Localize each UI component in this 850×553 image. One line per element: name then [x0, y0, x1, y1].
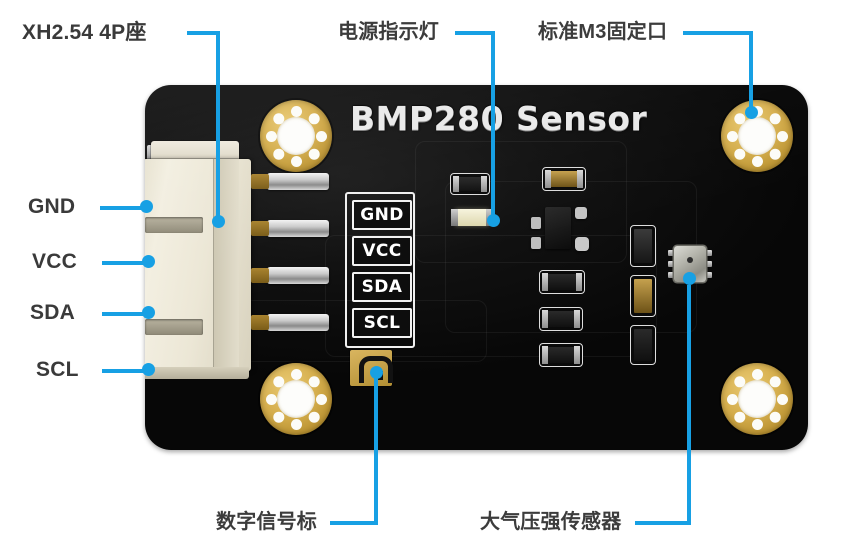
callout-line-power-led [455, 31, 495, 35]
callout-line-m3-hole [749, 31, 753, 113]
transistor-pad [575, 207, 587, 219]
solder-pin-vcc [251, 220, 329, 237]
power-led [451, 209, 493, 226]
solder-pin-sda [251, 267, 329, 284]
callout-dot-power-led [487, 214, 500, 227]
pcb-trace [415, 141, 627, 263]
transistor-pad [575, 237, 589, 251]
callout-line-m3-hole [719, 31, 753, 35]
callout-line-digital-marker [374, 372, 378, 525]
silkscreen-pin-labels: GND VCC SDA SCL [345, 192, 415, 348]
pin-dot-gnd [140, 200, 153, 213]
pin-line-scl [102, 369, 147, 373]
silkscreen-pin-sda: SDA [352, 272, 412, 302]
silkscreen-pin-gnd: GND [352, 200, 412, 230]
smd-capacitor [630, 275, 656, 317]
pin-dot-scl [142, 363, 155, 376]
callout-line-digital-marker [330, 521, 378, 525]
pin-line-vcc [102, 261, 147, 265]
pcb-board: BMP280 Sensor [145, 85, 808, 450]
smd-capacitor [542, 167, 586, 191]
callout-line-connector [216, 31, 220, 220]
silkscreen-pin-scl: SCL [352, 308, 412, 338]
smd-resistor [539, 343, 583, 367]
transistor-pad [531, 217, 541, 229]
transistor-sot23 [545, 207, 571, 249]
smd-capacitor [630, 325, 656, 365]
callout-dot-m3-hole [745, 106, 758, 119]
solder-pin-gnd [251, 173, 329, 190]
callout-label-digital-marker: 数字信号标 [216, 511, 317, 533]
smd-resistor [450, 173, 490, 195]
callout-label-m3-hole: 标准M3固定口 [538, 21, 668, 43]
xh254-4p-connector [145, 141, 265, 385]
pcb-trace [325, 235, 657, 357]
pin-line-sda [102, 312, 147, 316]
pin-label-vcc: VCC [32, 250, 77, 273]
smd-resistor [539, 307, 583, 331]
callout-dot-digital-marker [370, 366, 383, 379]
callout-line-connector [187, 31, 220, 35]
callout-line-m3-hole [683, 31, 723, 35]
callout-dot-pressure-sensor [683, 272, 696, 285]
callout-label-connector: XH2.54 4P座 [22, 21, 147, 44]
pin-label-gnd: GND [28, 195, 76, 218]
pin-line-gnd [100, 206, 145, 210]
pin-label-sda: SDA [30, 301, 75, 324]
smd-capacitor [630, 225, 656, 267]
mounting-hole-bottom-left [260, 363, 332, 435]
board-title: BMP280 Sensor [350, 99, 648, 138]
pin-dot-vcc [142, 255, 155, 268]
transistor-pad [531, 237, 541, 249]
mounting-hole-bottom-right [721, 363, 793, 435]
callout-line-power-led [491, 31, 495, 220]
callout-dot-connector [212, 215, 225, 228]
callout-line-pressure-sensor [687, 285, 691, 525]
pin-label-scl: SCL [36, 358, 79, 381]
pin-dot-sda [142, 306, 155, 319]
solder-pin-scl [251, 314, 329, 331]
smd-resistor [539, 270, 585, 294]
callout-label-power-led: 电源指示灯 [338, 21, 439, 43]
callout-label-pressure-sensor: 大气压强传感器 [480, 511, 622, 533]
callout-line-pressure-sensor [635, 521, 691, 525]
mounting-hole-top-left [260, 100, 332, 172]
silkscreen-pin-vcc: VCC [352, 236, 412, 266]
